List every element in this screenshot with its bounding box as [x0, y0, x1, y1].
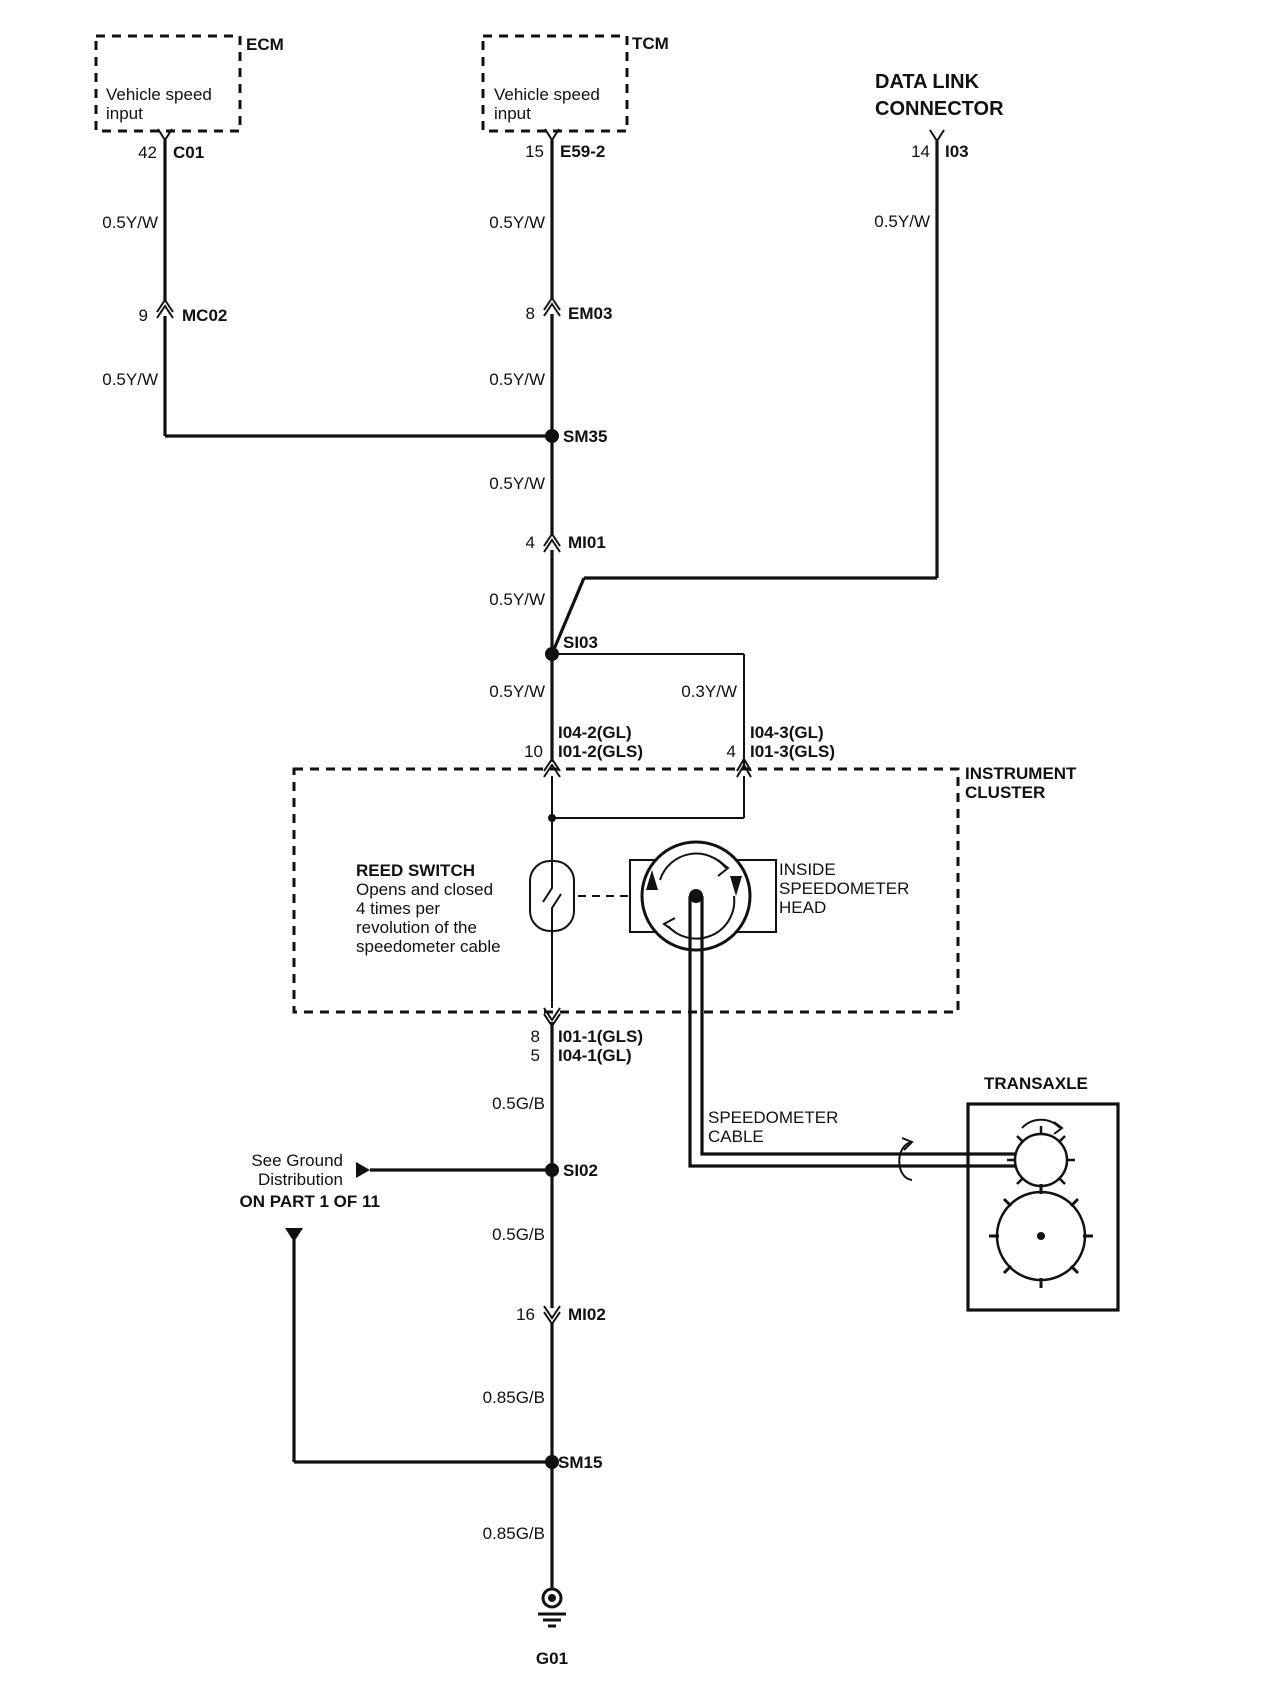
wire-label-si03-i04-3: 0.3Y/W	[681, 682, 737, 701]
wire-label-tcm-upper: 0.5Y/W	[489, 213, 545, 232]
ground-g01-label: G01	[536, 1649, 568, 1668]
ecm-input-line2: input	[106, 104, 143, 123]
cluster-label-line2: CLUSTER	[965, 783, 1045, 802]
ecm-box: ECM Vehicle speed input	[94, 34, 284, 133]
wire-label-i01-si02: 0.5G/B	[492, 1094, 545, 1113]
wires	[163, 140, 939, 1598]
e59-name: E59-2	[560, 142, 605, 161]
splice-si02: SI02	[545, 1161, 598, 1180]
i04-3-name1: I04-3(GL)	[750, 723, 824, 742]
wire-label-dlc: 0.5Y/W	[874, 212, 930, 231]
connector-c01: 42 C01	[138, 128, 204, 162]
speedometer-head: INSIDE SPEEDOMETER HEAD	[629, 840, 909, 952]
transaxle-label: TRANSAXLE	[984, 1074, 1088, 1093]
wire-label-si02-mi02: 0.5G/B	[492, 1225, 545, 1244]
mi02-pin: 16	[516, 1305, 535, 1324]
wire-label-sm15-g01: 0.85G/B	[483, 1524, 545, 1543]
cluster-label-line1: INSTRUMENT	[965, 764, 1077, 783]
speedo-cable-line1: SPEEDOMETER	[708, 1108, 838, 1127]
si03-label: SI03	[563, 633, 598, 652]
mc02-pin: 9	[139, 306, 148, 325]
connector-em03: 8 EM03	[526, 296, 612, 323]
sm15-label: SM15	[558, 1453, 602, 1472]
connector-mi02: 16 MI02	[516, 1305, 606, 1326]
tcm-label: TCM	[632, 34, 669, 53]
i03-name: I03	[945, 142, 969, 161]
e59-pin: 15	[525, 142, 544, 161]
wire-label-mi01-si03: 0.5Y/W	[489, 590, 545, 609]
i04-2-name1: I04-2(GL)	[558, 723, 632, 742]
c01-pin: 42	[138, 143, 157, 162]
splice-sm15: SM15	[545, 1453, 602, 1472]
tcm-input-line1: Vehicle speed	[494, 85, 600, 104]
ecm-input-line1: Vehicle speed	[106, 85, 212, 104]
reed-switch: REED SWITCH Opens and closed 4 times per…	[356, 860, 630, 956]
ground-ref-line2: Distribution	[258, 1170, 343, 1189]
cluster-junction-dot	[548, 814, 556, 822]
ground-ref-line3: ON PART 1 OF 11	[240, 1192, 380, 1211]
reed-switch-line4: speedometer cable	[356, 937, 501, 956]
si02-label: SI02	[563, 1161, 598, 1180]
wire-label-tcm-lower: 0.5Y/W	[489, 370, 545, 389]
tcm-box: TCM Vehicle speed input	[481, 34, 669, 133]
mi02-name: MI02	[568, 1305, 606, 1324]
wire-label-mi02-sm15: 0.85G/B	[483, 1388, 545, 1407]
transaxle: TRANSAXLE	[966, 1074, 1120, 1312]
em03-name: EM03	[568, 304, 612, 323]
ground-g01: G01	[536, 1587, 568, 1668]
wire-label-ecm-lower: 0.5Y/W	[102, 370, 158, 389]
dlc-label-line1: DATA LINK	[875, 71, 980, 93]
mi01-name: MI01	[568, 533, 606, 552]
i01-1-name2: I04-1(GL)	[558, 1046, 632, 1065]
ground-reference: See Ground Distribution ON PART 1 OF 11	[240, 1151, 380, 1242]
ground-ref-line1: See Ground	[251, 1151, 343, 1170]
i04-3-pin: 4	[727, 742, 736, 761]
sm35-label: SM35	[563, 427, 607, 446]
i01-1-pin1: 8	[531, 1027, 540, 1046]
em03-pin: 8	[526, 304, 535, 323]
instrument-cluster: INSTRUMENT CLUSTER	[292, 764, 1077, 1014]
wire-labels: 0.5Y/W 0.5Y/W 0.5Y/W 0.5Y/W 0.5Y/W 0.5Y/…	[102, 212, 930, 1543]
wire-label-sm35-mi01: 0.5Y/W	[489, 474, 545, 493]
reed-switch-title: REED SWITCH	[356, 861, 475, 880]
speedo-head-line3: HEAD	[779, 898, 826, 917]
connector-i04-3: 4 I04-3(GL) I01-3(GLS)	[727, 723, 835, 778]
speedo-head-line2: SPEEDOMETER	[779, 879, 909, 898]
wire-label-ecm-upper: 0.5Y/W	[102, 213, 158, 232]
tcm-input-line2: input	[494, 104, 531, 123]
reed-switch-line3: revolution of the	[356, 918, 477, 937]
i03-pin: 14	[911, 142, 930, 161]
connector-e59-2: 15 E59-2	[525, 128, 605, 161]
i04-2-name2: I01-2(GLS)	[558, 742, 643, 761]
connector-mi01: 4 MI01	[526, 532, 606, 553]
connector-mc02: 9 MC02	[139, 298, 227, 325]
mc02-name: MC02	[182, 306, 227, 325]
mi01-pin: 4	[526, 533, 535, 552]
connector-i04-2: 10 I04-2(GL) I01-2(GLS)	[524, 723, 643, 778]
connector-i01-1: 8 5 I01-1(GLS) I04-1(GL)	[531, 1007, 643, 1065]
reed-switch-line1: Opens and closed	[356, 880, 493, 899]
splice-sm35: SM35	[545, 427, 607, 446]
i01-1-name1: I01-1(GLS)	[558, 1027, 643, 1046]
i04-2-pin: 10	[524, 742, 543, 761]
ecm-label: ECM	[246, 35, 284, 54]
speedo-cable-line2: CABLE	[708, 1127, 764, 1146]
i01-1-pin2: 5	[531, 1046, 540, 1065]
speedometer-cable: SPEEDOMETER CABLE	[688, 896, 1038, 1181]
i04-3-name2: I01-3(GLS)	[750, 742, 835, 761]
data-link-connector: DATA LINK CONNECTOR	[875, 71, 1004, 120]
speedo-head-line1: INSIDE	[779, 860, 836, 879]
dlc-label-line2: CONNECTOR	[875, 98, 1004, 120]
c01-name: C01	[173, 143, 204, 162]
connector-i03: 14 I03	[911, 129, 969, 161]
reed-switch-line2: 4 times per	[356, 899, 440, 918]
wire-label-si03-i04-2: 0.5Y/W	[489, 682, 545, 701]
splice-si03: SI03	[545, 633, 598, 661]
